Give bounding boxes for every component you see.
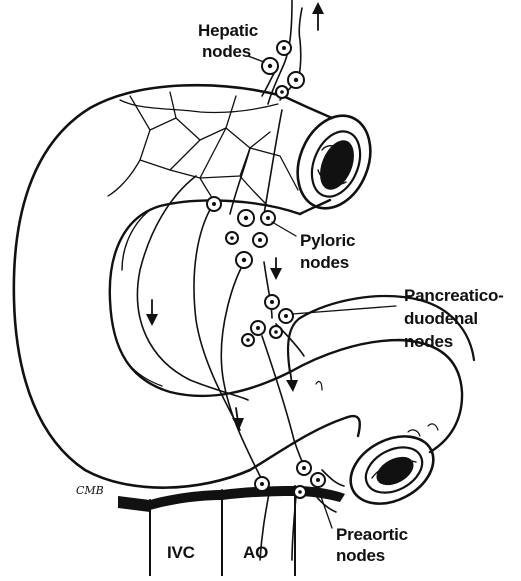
preaortic-label-line2: nodes xyxy=(336,546,385,565)
ivc-label: IVC xyxy=(167,543,195,562)
preaortic-label-line1: Preaortic xyxy=(336,525,408,544)
pancreaticoduodenal-label-line2: duodenal xyxy=(404,309,478,328)
arrow-down-icon xyxy=(146,300,158,326)
hepatic-label-line2: nodes xyxy=(202,42,251,61)
artist-signature: CMB xyxy=(76,484,104,497)
ao-label: AO xyxy=(243,543,268,562)
lymphatic-vessels xyxy=(108,0,344,560)
great-vessels xyxy=(118,486,345,576)
duodenal-bulb-opening xyxy=(284,105,383,219)
jejunal-opening xyxy=(339,423,445,517)
pancreaticoduodenal-label-line1: Pancreatico- xyxy=(404,286,504,305)
pancreaticoduodenal-label-line3: nodes xyxy=(404,332,453,351)
hepatic-node-group xyxy=(262,41,304,98)
flow-arrows xyxy=(146,2,324,430)
arrow-down-icon xyxy=(232,408,244,430)
arrow-up-icon xyxy=(312,2,324,30)
pyloric-label-line1: Pyloric xyxy=(300,231,355,250)
hepatic-label-line1: Hepatic xyxy=(198,21,258,40)
arrow-down-icon xyxy=(270,258,282,280)
pancreaticoduodenal-node-group xyxy=(242,295,293,346)
pyloric-label-line2: nodes xyxy=(300,253,349,272)
